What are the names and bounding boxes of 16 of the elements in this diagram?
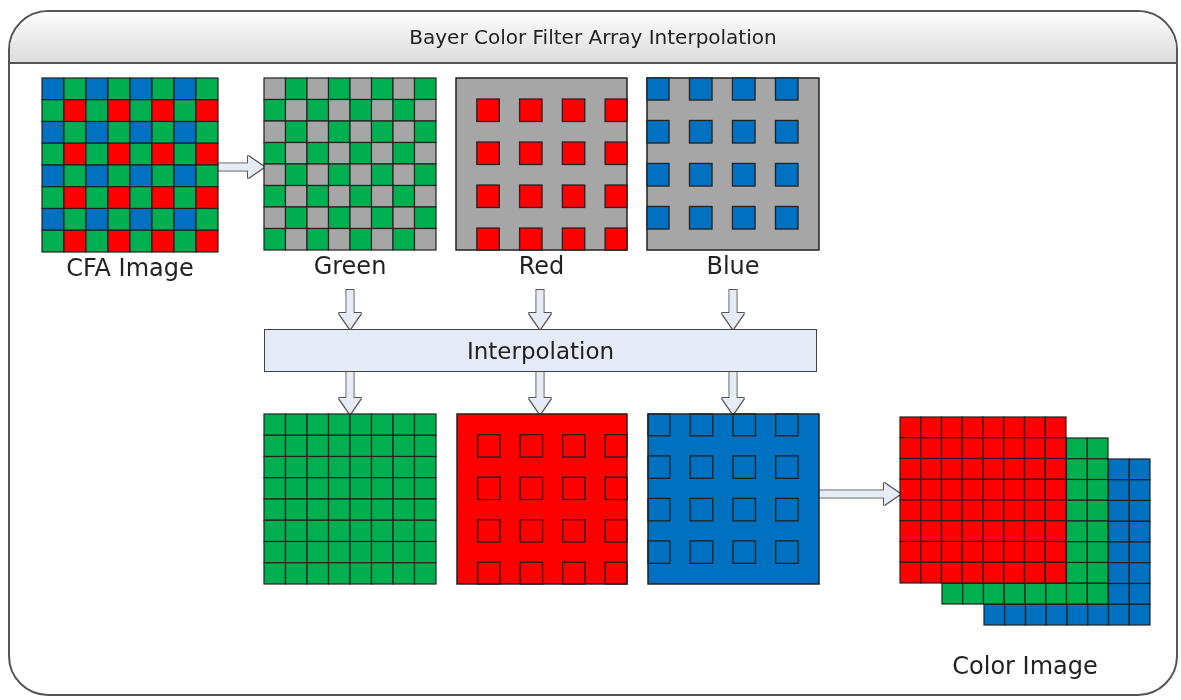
arrow bbox=[529, 290, 551, 329]
process-box: Interpolation bbox=[264, 329, 817, 372]
arrow bbox=[339, 372, 361, 414]
node-label: CFA Image bbox=[65, 253, 195, 284]
frame-panel bbox=[8, 10, 1178, 696]
arrow bbox=[339, 290, 361, 329]
arrow bbox=[819, 483, 900, 505]
node-label: Color Image bbox=[951, 651, 1099, 682]
arrow bbox=[722, 372, 744, 414]
node-label: Blue bbox=[705, 251, 761, 282]
arrow bbox=[218, 156, 264, 178]
node-label: Red bbox=[517, 251, 566, 282]
arrow bbox=[529, 372, 551, 414]
title-bar: Bayer Color Filter Array Interpolation bbox=[10, 12, 1176, 64]
arrow bbox=[722, 290, 744, 329]
node-label: Green bbox=[312, 251, 388, 282]
